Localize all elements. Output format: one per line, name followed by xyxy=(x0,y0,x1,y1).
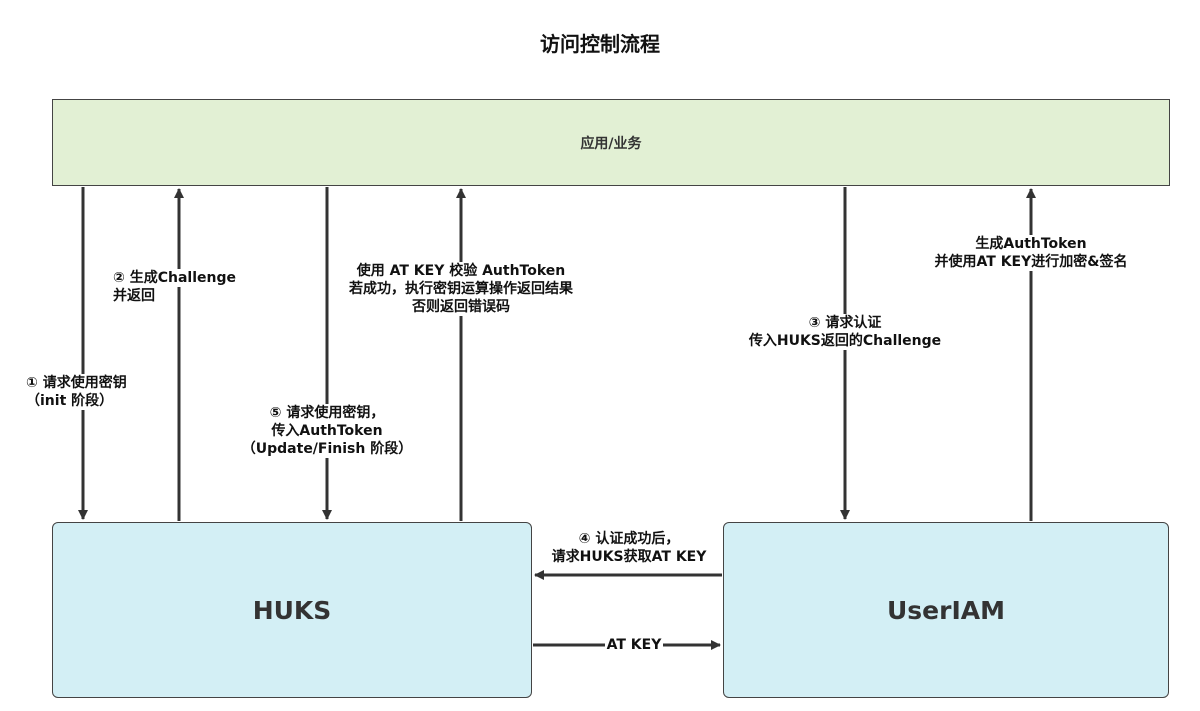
huks-label: HUKS xyxy=(252,595,332,625)
label-step4: ④ 认证成功后， 请求HUKS获取AT KEY xyxy=(534,530,724,566)
label-step5: ⑤ 请求使用密钥， 传入AuthToken （Update/Finish 阶段） xyxy=(212,404,442,458)
label-authtoken: 生成AuthToken 并使用AT KEY进行加密&签名 xyxy=(916,235,1146,271)
label-authtoken-line2: 并使用AT KEY进行加密&签名 xyxy=(932,253,1130,271)
label-verify: 使用 AT KEY 校验 AuthToken 若成功，执行密钥运算操作返回结果 … xyxy=(316,262,606,316)
label-step1-line2: （init 阶段） xyxy=(24,392,116,410)
label-step4-line1: ④ 认证成功后， xyxy=(576,530,682,548)
label-step5-line3: （Update/Finish 阶段） xyxy=(239,440,415,458)
label-step5-line1: ⑤ 请求使用密钥， xyxy=(267,404,387,422)
label-step5-line2: 传入AuthToken xyxy=(269,422,385,440)
label-step2: ② 生成Challenge 并返回 xyxy=(111,269,238,305)
label-verify-line1: 使用 AT KEY 校验 AuthToken xyxy=(354,262,568,280)
label-step1-line1: ① 请求使用密钥 xyxy=(24,374,129,392)
label-step3: ③ 请求认证 传入HUKS返回的Challenge xyxy=(730,314,960,350)
label-step2-line1: ② 生成Challenge xyxy=(111,269,238,287)
label-step3-line1: ③ 请求认证 xyxy=(806,314,884,332)
label-step2-line2: 并返回 xyxy=(111,287,157,305)
label-authtoken-line1: 生成AuthToken xyxy=(973,235,1089,253)
useriam-box: UserIAM xyxy=(723,522,1169,698)
label-verify-line2: 若成功，执行密钥运算操作返回结果 xyxy=(347,280,575,298)
app-business-label: 应用/业务 xyxy=(580,135,642,152)
label-atkey: AT KEY xyxy=(584,636,684,654)
label-step1: ① 请求使用密钥 （init 阶段） xyxy=(24,374,129,410)
app-business-box: 应用/业务 xyxy=(52,99,1170,186)
label-step3-line2: 传入HUKS返回的Challenge xyxy=(746,332,944,350)
label-step4-line2: 请求HUKS获取AT KEY xyxy=(549,548,709,566)
diagram-title: 访问控制流程 xyxy=(540,32,660,56)
useriam-label: UserIAM xyxy=(887,595,1005,625)
label-atkey-text: AT KEY xyxy=(604,636,664,654)
label-verify-line3: 否则返回错误码 xyxy=(410,298,512,316)
huks-box: HUKS xyxy=(52,522,532,698)
